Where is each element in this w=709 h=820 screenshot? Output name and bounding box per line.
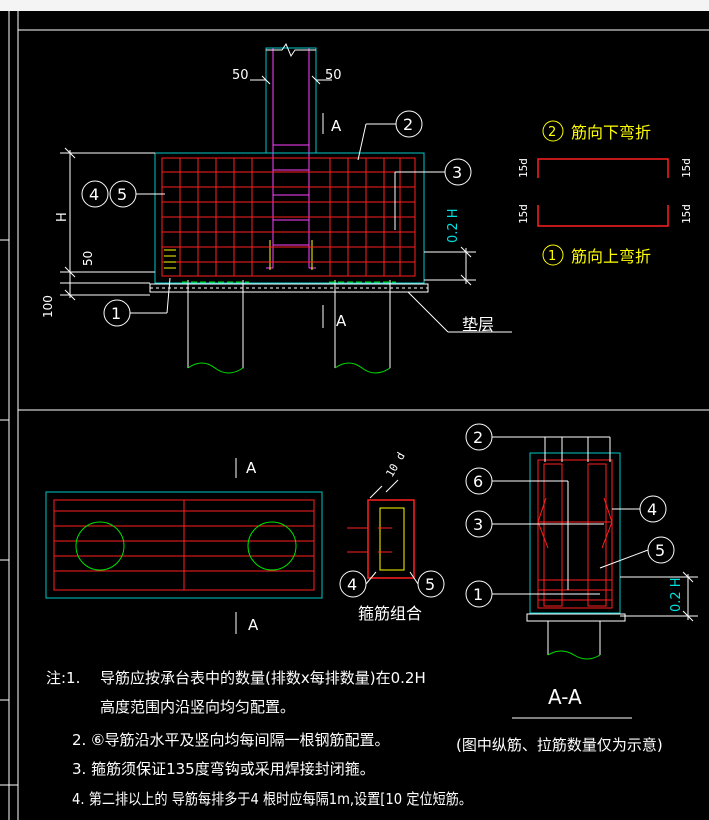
note-1a: 导筋应按承台表中的数量(排数x每排数量)在0.2H (100, 669, 426, 687)
stirrup-10d: 10 d (383, 450, 408, 479)
drawing-frame (0, 11, 709, 820)
column (265, 42, 317, 270)
bend-top-label: 筋向下弯折 (571, 123, 651, 142)
bend-15d-tr: 15d (680, 158, 693, 178)
bend-bottom-num: 1 (548, 249, 556, 264)
plan-mark-bottom: A (248, 616, 259, 634)
dim-02h-top: 0.2 H (446, 208, 461, 243)
callout-1: 1 (103, 277, 171, 327)
section-note: (图中纵筋、拉筋数量仅为示意) (456, 736, 663, 754)
cap-rebar-grid (161, 157, 416, 277)
left-dimensions (60, 147, 155, 301)
stirrup-combo-label: 箍筋组合 (358, 604, 422, 623)
dim-50-left: 50 (232, 68, 249, 83)
plan-view: A A (45, 458, 323, 634)
dim-50-vertical: 50 (81, 251, 95, 266)
section-title: A-A (548, 685, 582, 709)
section-callout-1: 1 (473, 585, 483, 604)
svg-text:5: 5 (425, 575, 435, 594)
notes-prefix: 注:1. (46, 669, 80, 687)
pile-left (182, 280, 249, 374)
section-mark-bottom: A (336, 312, 347, 330)
cushion-label: 垫层 (462, 315, 494, 334)
bend-top-num: 2 (548, 125, 556, 140)
svg-text:2: 2 (403, 115, 413, 134)
callout-3: 3 (394, 158, 472, 230)
dim-50-right: 50 (325, 68, 342, 83)
window-top-strip (0, 0, 709, 11)
plan-mark-top: A (246, 459, 257, 477)
section-callout-2: 2 (473, 428, 483, 447)
bend-bottom-label: 筋向上弯折 (571, 247, 651, 266)
top-dimensions (250, 75, 332, 85)
section-callout-5: 5 (655, 541, 665, 560)
svg-text:5: 5 (117, 185, 127, 204)
bend-15d-tl: 15d (517, 158, 530, 178)
section-callout-6: 6 (473, 472, 483, 491)
note-3: 3. 箍筋须保证135度弯钩或采用焊接封闭箍。 (72, 760, 375, 778)
section-callout-4: 4 (647, 500, 657, 519)
bend-15d-br: 15d (680, 204, 693, 224)
note-1b: 高度范围内沿竖向均匀配置。 (100, 698, 295, 716)
callout-4-5: 4 5 (81, 180, 165, 208)
note-4: 4. 第二排以上的 导筋每排多于4 根时应每隔1m,设置[10 定位短筋。 (72, 790, 472, 808)
dim-H: H (55, 212, 70, 222)
elevation-view: 50 50 A A 2 3 4 5 (41, 42, 512, 374)
pile-right (329, 280, 396, 374)
section-mark-top: A (331, 117, 342, 135)
section-dim-02h: 0.2 H (669, 577, 684, 612)
cushion-layer (149, 283, 429, 293)
section-a-a: 2 6 3 1 4 5 0.2 H A-A (图中纵筋、拉筋数量仅为示意) (456, 423, 698, 754)
svg-text:3: 3 (452, 163, 462, 182)
callout-2: 2 (357, 110, 423, 161)
svg-text:1: 1 (111, 304, 121, 323)
bottom-bar-markers (164, 249, 176, 269)
bend-detail: 2 筋向下弯折 15d 15d 15d 15d 1 筋向上弯折 (517, 120, 693, 266)
note-2: 2. ⑥导筋沿水平及竖向均每间隔一根钢筋配置。 (72, 731, 390, 749)
stirrup-combo: 10 d 4 5 箍筋组合 (339, 450, 445, 623)
right-02h-dimension (424, 246, 476, 286)
section-callout-3: 3 (473, 515, 483, 534)
svg-text:4: 4 (347, 575, 357, 594)
pile-cap-outline (154, 152, 425, 284)
dim-100: 100 (41, 295, 55, 318)
bend-15d-bl: 15d (517, 204, 530, 224)
svg-text:4: 4 (89, 185, 99, 204)
notes-block: 注:1. 导筋应按承台表中的数量(排数x每排数量)在0.2H 高度范围内沿竖向均… (46, 669, 472, 808)
